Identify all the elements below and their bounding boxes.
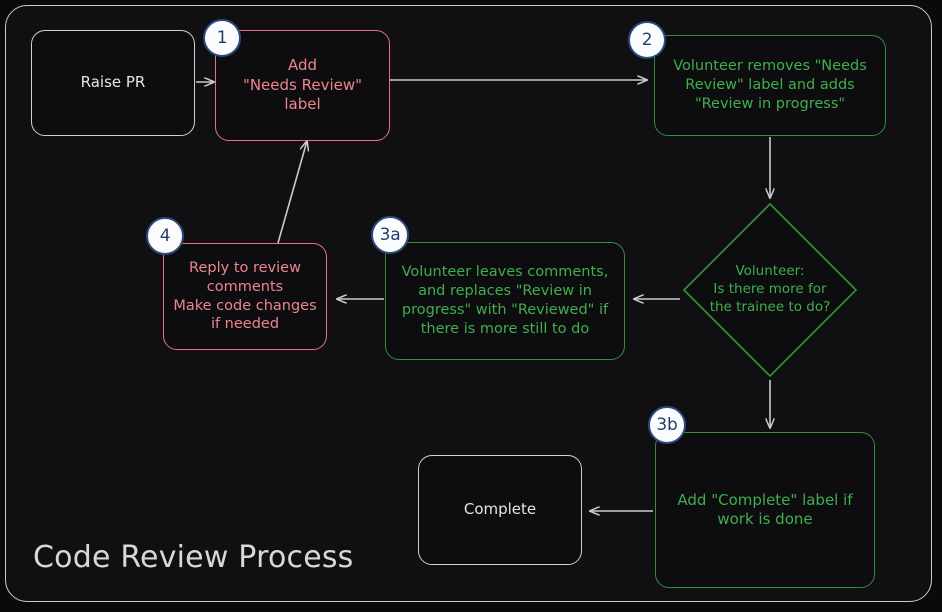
- badge-step-3a: 3a: [371, 216, 409, 254]
- node-leaves-comments-line4: there is more still to do: [420, 320, 590, 337]
- diagram-title: Code Review Process: [33, 540, 354, 575]
- node-complete-label-line2: work is done: [717, 510, 813, 528]
- badge-step-3a-text: 3a: [379, 225, 401, 245]
- node-complete[interactable]: Complete: [418, 455, 582, 565]
- decision-line1: Volunteer:: [735, 263, 805, 280]
- node-raise-pr[interactable]: Raise PR: [31, 30, 195, 136]
- node-volunteer-decision[interactable]: Volunteer: Is there more for the trainee…: [680, 200, 860, 380]
- badge-step-4: 4: [146, 217, 184, 255]
- node-volunteer-swap-line2: Review" label and adds: [685, 77, 855, 94]
- node-leaves-comments-line3: progress" with "Reviewed" if: [401, 302, 609, 318]
- badge-step-4-text: 4: [159, 226, 171, 246]
- node-add-label-line3: label: [284, 95, 321, 114]
- node-add-label-line1: Add: [287, 56, 318, 75]
- node-add-needs-review-label[interactable]: Add "Needs Review" label: [215, 30, 390, 141]
- diamond-shape: [683, 203, 857, 377]
- badge-step-2: 2: [628, 21, 666, 59]
- node-volunteer-swap-line1: Volunteer removes "Needs: [673, 58, 867, 75]
- node-complete-label-line1: Add "Complete" label if: [677, 490, 853, 509]
- node-leaves-comments-line1: Volunteer leaves comments,: [401, 264, 609, 281]
- badge-step-3b: 3b: [648, 406, 686, 444]
- node-reply-line1: Reply to review: [189, 259, 301, 276]
- badge-step-1: 1: [203, 19, 241, 57]
- node-add-complete-label[interactable]: Add "Complete" label if work is done: [655, 432, 875, 588]
- node-reply-line2: comments: [206, 278, 284, 295]
- decision-line2: Is there more for: [713, 281, 827, 298]
- node-raise-pr-label: Raise PR: [80, 73, 146, 92]
- badge-step-3b-text: 3b: [656, 415, 678, 435]
- node-add-label-line2: "Needs Review": [242, 75, 363, 94]
- node-complete-label: Complete: [463, 500, 537, 519]
- badge-step-1-text: 1: [216, 28, 228, 48]
- node-reply-to-review-comments[interactable]: Reply to review comments Make code chang…: [163, 243, 327, 350]
- node-reply-line3: Make code changes: [173, 297, 317, 314]
- decision-line3: the trainee to do?: [709, 298, 831, 315]
- badge-step-2-text: 2: [641, 30, 653, 50]
- node-volunteer-decision-label: Volunteer: Is there more for the trainee…: [695, 263, 845, 316]
- node-volunteer-swaps-labels[interactable]: Volunteer removes "Needs Review" label a…: [654, 35, 886, 136]
- node-volunteer-swap-line3: "Review in progress": [694, 95, 846, 112]
- node-volunteer-leaves-comments[interactable]: Volunteer leaves comments, and replaces …: [385, 242, 625, 360]
- node-leaves-comments-line2: and replaces "Review in: [418, 283, 592, 300]
- node-reply-line4: if needed: [210, 316, 280, 333]
